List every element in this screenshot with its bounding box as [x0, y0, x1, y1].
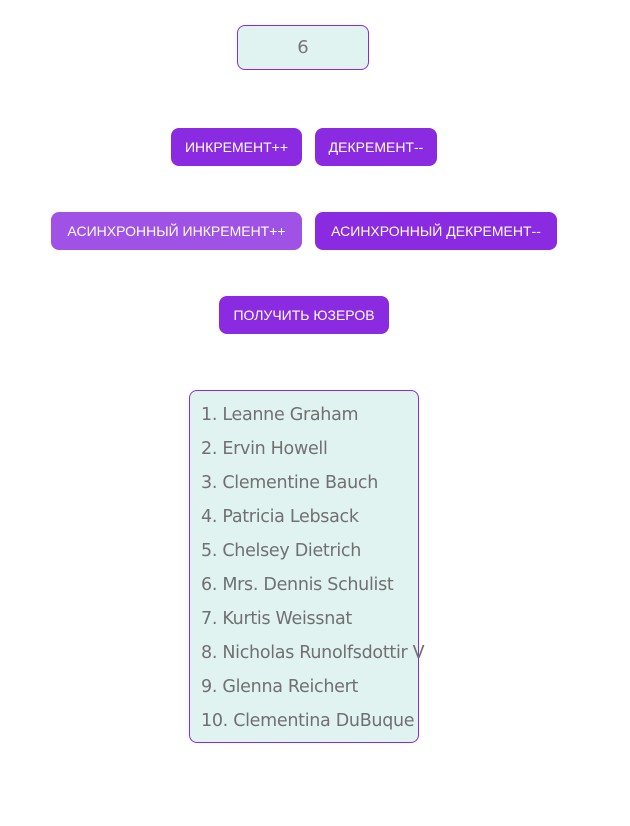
counter-value: 6 [297, 37, 309, 58]
list-item: 1. Leanne Graham [201, 405, 359, 425]
list-item: 2. Ervin Howell [201, 439, 328, 459]
async-increment-button[interactable]: АСИНХРОННЫЙ ИНКРЕМЕНТ++ [51, 212, 302, 250]
get-users-button[interactable]: ПОЛУЧИТЬ ЮЗЕРОВ [219, 296, 389, 334]
list-item: 7. Kurtis Weissnat [201, 609, 352, 629]
increment-button[interactable]: ИНКРЕМЕНТ++ [171, 128, 302, 166]
list-item: 5. Chelsey Dietrich [201, 541, 362, 561]
list-item: 9. Glenna Reichert [201, 677, 359, 697]
async-decrement-button[interactable]: АСИНХРОННЫЙ ДЕКРЕМЕНТ-- [315, 212, 557, 250]
list-item: 8. Nicholas Runolfsdottir V [201, 643, 425, 663]
list-item: 10. Clementina DuBuque [201, 711, 415, 731]
list-item: 4. Patricia Lebsack [201, 507, 359, 527]
list-item: 3. Clementine Bauch [201, 473, 378, 493]
counter-display: 6 [237, 25, 369, 70]
decrement-button[interactable]: ДЕКРЕМЕНТ-- [315, 128, 437, 166]
users-list-panel: 1. Leanne Graham 2. Ervin Howell 3. Clem… [189, 390, 425, 743]
list-item: 6. Mrs. Dennis Schulist [201, 575, 394, 595]
users-list: 1. Leanne Graham 2. Ervin Howell 3. Clem… [201, 403, 425, 743]
